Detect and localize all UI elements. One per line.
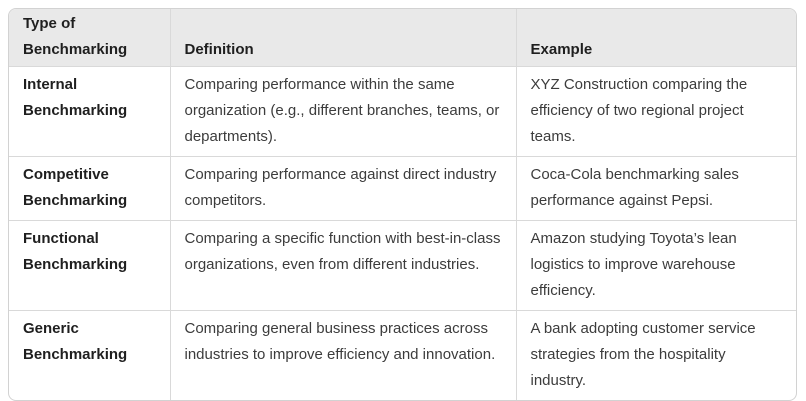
cell-definition: Comparing a specific function with best-… — [169, 220, 516, 311]
cell-example: Coca-Cola benchmarking sales performance… — [515, 156, 796, 221]
cell-example: A bank adopting customer service strateg… — [515, 310, 796, 400]
cell-type: Internal Benchmarking — [23, 76, 128, 119]
table-header-row: Type of Benchmarking Definition Example — [9, 9, 796, 67]
table-row-internal: Internal Benchmarking Comparing performa… — [9, 66, 796, 157]
table-row-generic: Generic Benchmarking Comparing general b… — [9, 310, 796, 400]
cell-definition: Comparing performance against direct ind… — [169, 156, 516, 221]
cell-definition: Comparing performance within the same or… — [169, 66, 516, 157]
cell-definition: Comparing general business practices acr… — [169, 310, 516, 400]
benchmarking-table: Type of Benchmarking Definition Example … — [9, 9, 796, 400]
table-row-competitive: Competitive Benchmarking Comparing perfo… — [9, 156, 796, 221]
cell-type: Functional Benchmarking — [9, 220, 170, 311]
cell-type: Competitive Benchmarking — [9, 156, 170, 221]
cell-example: Amazon studying Toyota’s lean logistics … — [515, 220, 796, 311]
table-row-functional: Functional Benchmarking Comparing a spec… — [9, 220, 796, 311]
column-header-type: Type of Benchmarking — [9, 9, 170, 67]
benchmarking-table-container: Type of Benchmarking Definition Example … — [8, 8, 797, 401]
column-header-example: Example — [515, 9, 796, 67]
cell-type: Generic Benchmarking — [9, 310, 170, 400]
cell-example: XYZ Construction comparing the efficienc… — [515, 66, 796, 157]
column-header-definition: Definition — [169, 9, 516, 67]
